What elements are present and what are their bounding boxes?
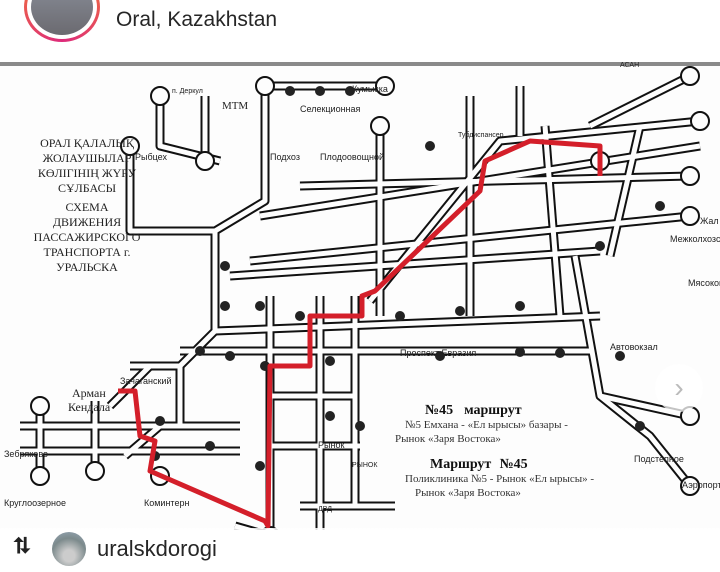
label-zhal: Жал <box>700 216 719 226</box>
label-asan: АСАН <box>620 62 640 69</box>
divider <box>0 62 720 66</box>
chevron-right-icon: › <box>674 372 684 403</box>
bus-stop <box>355 421 365 431</box>
bus-stop <box>395 311 405 321</box>
label-mezhkolhoz: Межколхозстр <box>670 234 720 244</box>
label-podstepnoe: Подстепное <box>634 454 684 464</box>
label-tubdispanser: Тубдиспансер <box>458 132 504 139</box>
terminal-stop <box>30 396 50 416</box>
road-inner <box>177 329 217 426</box>
label-arman: Арман <box>72 386 106 400</box>
terminal-stop <box>680 166 700 186</box>
label-prospekt: Проспект Евразия <box>400 348 477 358</box>
road-inner <box>368 118 701 303</box>
source-username[interactable]: uralskdorogi <box>97 536 217 561</box>
bus-stop <box>515 347 525 357</box>
label-zachagansky: Зачаганский <box>120 376 172 386</box>
terminal-stop <box>680 66 700 86</box>
source-avatar[interactable] <box>52 532 86 566</box>
carousel-next-button[interactable]: › <box>655 364 703 412</box>
road-inner <box>607 125 643 257</box>
label-komintern: Коминтерн <box>144 498 190 508</box>
label-rybtsekh: Рыбцех <box>135 152 167 162</box>
terminal-stop <box>375 76 395 96</box>
road-inner <box>127 146 215 234</box>
route-legend-kz: №45 маршрут №5 Емхана - «Ел ырысы» базар… <box>395 403 568 446</box>
road-inner <box>212 86 268 331</box>
road <box>210 86 270 331</box>
bus-stop <box>315 86 325 96</box>
story-avatar[interactable] <box>24 0 100 42</box>
label-kumyska: Кумыска <box>352 84 388 94</box>
bus-stop <box>515 301 525 311</box>
label-avtovokzal: Автовокзал <box>610 342 658 352</box>
label-krugloozernoe: Круглоозерное <box>4 498 67 508</box>
terminal-stop <box>680 206 700 226</box>
label-plodoov: Плодоовощной <box>320 152 384 162</box>
repost-icon: ⮁ <box>12 533 30 558</box>
label-selek: Селекционная <box>300 104 361 114</box>
bus-stop <box>635 421 645 431</box>
bus-stop <box>595 241 605 251</box>
bus-stop <box>345 86 355 96</box>
route-legend-ru: Маршрут №45 Поликлиника №5 - Рынок «Ел ы… <box>405 457 595 500</box>
bus-stop <box>325 356 335 366</box>
road-inner <box>572 255 692 488</box>
road-inner <box>599 393 691 419</box>
terminal-stop <box>195 151 215 171</box>
terminal-stop <box>120 136 140 156</box>
terminal-stop <box>85 461 105 481</box>
terminal-stop <box>370 116 390 136</box>
label-zhelyabovo: Зебряково <box>4 449 49 459</box>
road-inner <box>299 173 691 189</box>
bus-stop <box>455 306 465 316</box>
bus-stop <box>325 411 335 421</box>
bus-stop <box>205 441 215 451</box>
road-inner <box>123 424 162 458</box>
label-derkul: п. Деркул <box>172 88 203 95</box>
repost-footer <box>0 528 720 572</box>
bus-stop <box>655 201 665 211</box>
label-mtm: МТМ <box>222 100 249 112</box>
route-45-line <box>118 138 603 529</box>
bus-stop <box>285 86 295 96</box>
road-inner <box>542 125 563 317</box>
terminal-stop <box>150 86 170 106</box>
road-inner <box>588 73 692 129</box>
terminal-stop <box>30 466 50 486</box>
bus-stop <box>155 416 165 426</box>
post-location[interactable]: Oral, Kazakhstan <box>116 8 278 31</box>
bus-stop <box>555 348 565 358</box>
road-inner <box>108 364 152 408</box>
label-rynok: Рынок <box>318 440 345 450</box>
road-inner <box>214 313 601 334</box>
label-ddd: ДВД <box>318 506 332 513</box>
bus-stop <box>425 141 435 151</box>
road <box>366 116 701 304</box>
road-inner <box>229 248 601 279</box>
road-inner <box>234 523 259 530</box>
terminal-stop <box>680 476 700 496</box>
label-aeroport: Аэропорт <box>682 480 720 490</box>
label-kendala: Кендала <box>68 400 111 414</box>
post-header: Oral, Kazakhstan <box>0 0 720 62</box>
bus-stop <box>615 351 625 361</box>
label-rynok2: РЫНОК <box>352 462 378 469</box>
bus-stop <box>220 261 230 271</box>
bus-stop <box>255 301 265 311</box>
bus-stop <box>195 346 205 356</box>
bus-stop <box>220 301 230 311</box>
bus-stop <box>255 461 265 471</box>
road-network <box>20 66 710 530</box>
label-mesokom: Мясоком <box>688 278 720 288</box>
bus-stop <box>435 351 445 361</box>
terminal-stop <box>255 76 275 96</box>
terminal-stop <box>690 111 710 131</box>
label-podhoz: Подхоз <box>270 152 300 162</box>
bus-stop <box>295 311 305 321</box>
bus-stop <box>225 351 235 361</box>
